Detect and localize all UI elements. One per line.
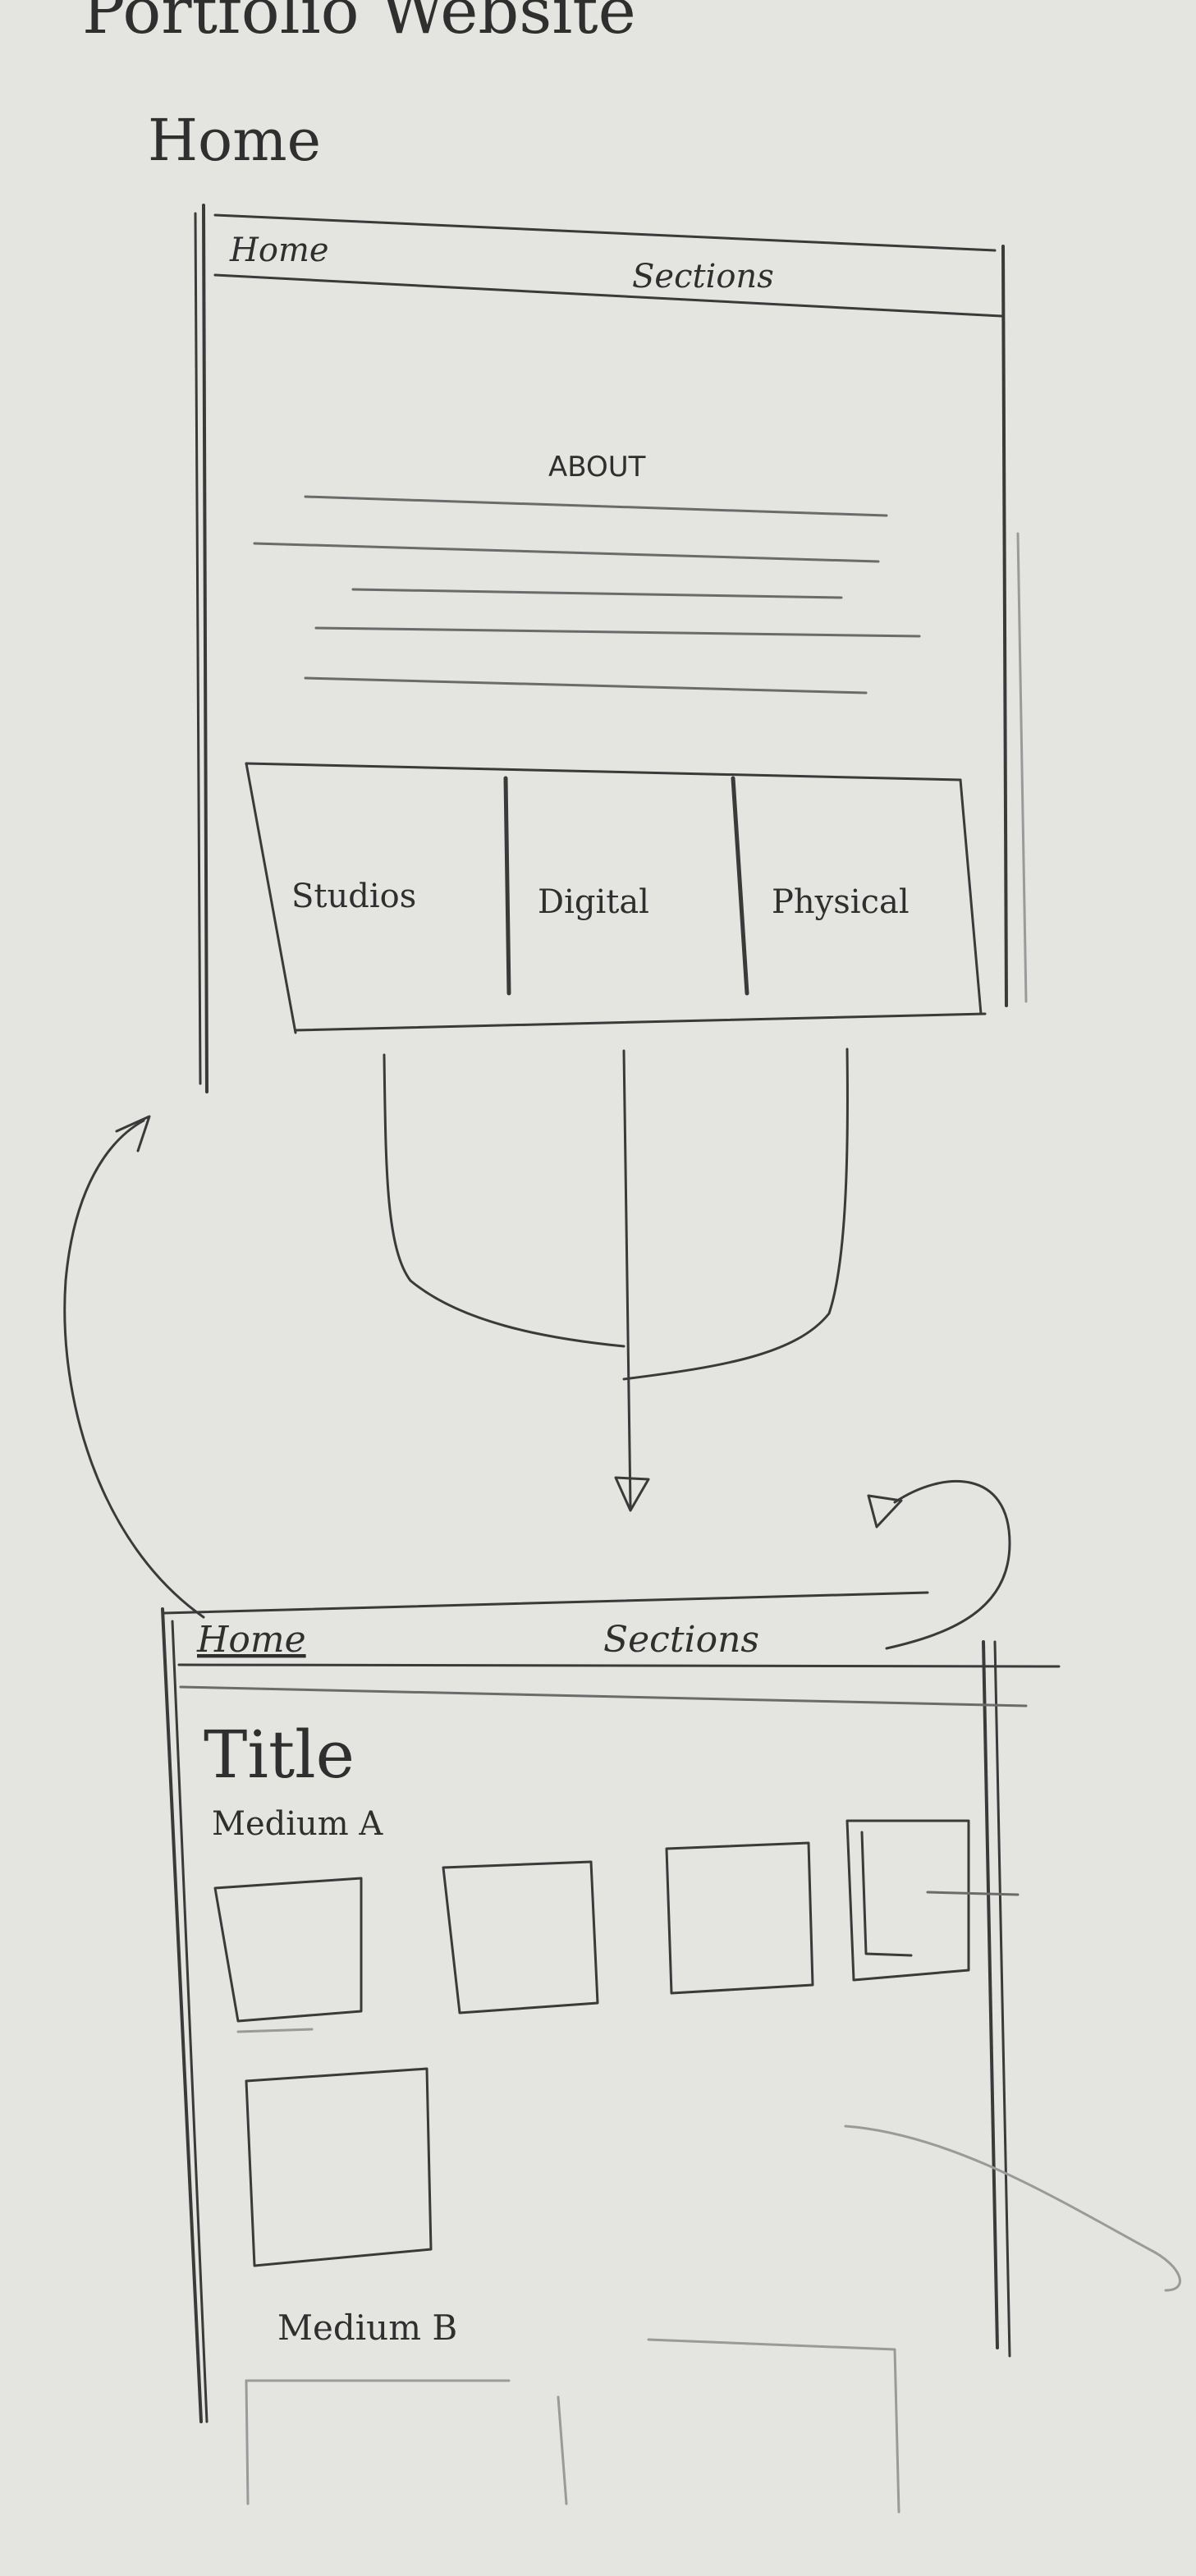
home-frame-left-2 <box>194 212 202 1085</box>
home-wireframe: Home Sections ABOUT Studios Digital Phys… <box>194 204 1028 1093</box>
funnel-center-line <box>622 1049 632 1508</box>
about-text-lines <box>253 495 921 694</box>
tile-row-right <box>959 778 983 1015</box>
sections-loop-arrow <box>885 1480 1011 1650</box>
home-nav-bottom-line <box>213 273 1003 318</box>
tile-row <box>245 762 987 1034</box>
tile-digital[interactable]: Digital <box>538 883 649 921</box>
medium-a-label: Medium A <box>212 1805 383 1843</box>
tile-row-bottom <box>294 1012 987 1032</box>
medium-b-thumb-1[interactable] <box>245 2379 250 2505</box>
down-arrow-head <box>614 1476 650 1512</box>
thumbnail-1[interactable] <box>213 1877 363 2023</box>
section-wireframe: Home Sections Title Medium A Medium B <box>161 1591 1181 2514</box>
section-nav-top-line <box>163 1591 929 1615</box>
section-frame-left <box>161 1607 203 2423</box>
sections-loop-arrowhead <box>867 1494 903 1529</box>
thumbnail-2[interactable] <box>442 1860 599 2015</box>
home-nav-sections[interactable]: Sections <box>632 258 774 296</box>
home-frame-right-2 <box>1016 532 1028 1003</box>
tile-row-left <box>245 762 297 1034</box>
sketch-title: Portfolio Website <box>82 0 636 48</box>
medium-b-thumbnails <box>245 2338 900 2514</box>
tile-row-top <box>245 762 962 782</box>
thumbnail-5[interactable] <box>245 2067 433 2267</box>
funnel-right-line <box>622 1047 849 1381</box>
section-frame-left-2 <box>171 1620 208 2423</box>
section-frame-right <box>982 1640 999 2349</box>
erased-scribble <box>844 2125 1181 2292</box>
medium-a-thumbnails <box>213 1819 1020 2267</box>
home-frame-right <box>1001 245 1008 1007</box>
tile-divider-1 <box>503 776 511 996</box>
section-nav-bottom-line-2 <box>179 1685 1028 1707</box>
about-heading: ABOUT <box>548 451 646 484</box>
section-nav-sections[interactable]: Sections <box>603 1619 759 1661</box>
section-nav-home[interactable]: Home <box>196 1619 306 1661</box>
home-nav-home[interactable]: Home <box>229 231 329 269</box>
home-frame-left <box>202 204 208 1093</box>
home-nav-top-line <box>213 213 997 252</box>
flow-arrows <box>63 1047 1011 1650</box>
medium-b-label: Medium B <box>277 2308 457 2348</box>
page-label-home: Home <box>148 107 321 174</box>
section-title: Title <box>204 1717 355 1793</box>
medium-b-thumb-3[interactable] <box>647 2338 900 2514</box>
section-nav-bottom-line <box>177 1663 1061 1668</box>
back-to-home-arrowhead <box>115 1115 151 1153</box>
tile-studios[interactable]: Studios <box>291 878 416 915</box>
back-to-home-arrow <box>63 1119 205 1619</box>
medium-b-thumb-2[interactable] <box>557 2395 568 2505</box>
section-frame-right-2 <box>993 1640 1011 2358</box>
thumbnail-3[interactable] <box>665 1841 814 1995</box>
funnel-left-line <box>383 1053 625 1348</box>
thumbnail-4[interactable] <box>845 1819 970 1982</box>
tile-divider-2 <box>731 776 749 996</box>
tile-physical[interactable]: Physical <box>772 883 910 921</box>
